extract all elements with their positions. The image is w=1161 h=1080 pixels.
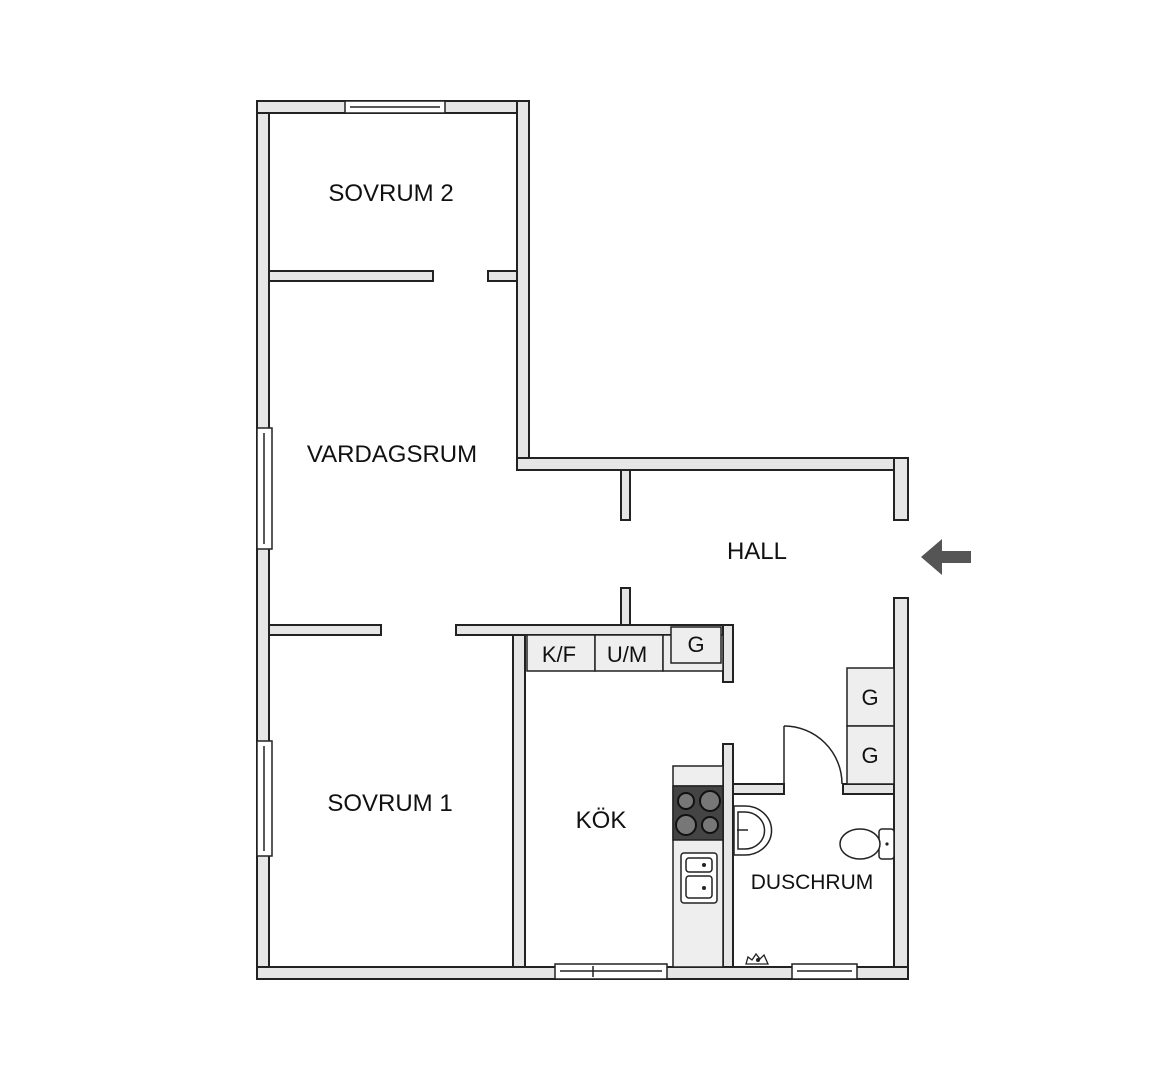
wall-sovrum2-right: [487, 270, 518, 282]
door-duschrum: [783, 725, 843, 785]
sink-icon: [680, 852, 718, 904]
wall-exterior-right-upper: [893, 457, 909, 521]
wall-sovrum1-top-left: [268, 624, 382, 636]
room-label-hall: HALL: [727, 538, 787, 565]
wall-sovrum1-kok: [512, 634, 526, 968]
wall-duschrum-top-left: [732, 783, 785, 795]
entrance-arrow-icon: [921, 539, 971, 575]
closet-label-um: U/M: [607, 642, 647, 667]
wall-kok-duschrum: [722, 743, 734, 968]
kitchen-counter: [672, 765, 724, 968]
windows: [256, 100, 858, 980]
closet-label-g-hall: G: [687, 632, 704, 657]
wall-duschrum-top-right: [842, 783, 895, 795]
closet-um: [594, 634, 664, 672]
window-kok: [554, 963, 668, 980]
wall-wardrobe-edge: [722, 624, 734, 683]
wall-exterior-upper-right: [516, 100, 530, 471]
closet-label-kf: K/F: [542, 642, 576, 667]
window-duschrum: [791, 963, 858, 980]
closet-g-hall: [670, 626, 722, 664]
room-label-sovrum1: SOVRUM 1: [327, 790, 452, 817]
closet-g-upper: [846, 667, 895, 727]
room-label-vardagsrum: VARDAGSRUM: [307, 441, 477, 468]
room-label-kok: KÖK: [576, 807, 627, 834]
closet-label-g-upper: G: [861, 685, 878, 710]
window-vardagsrum: [256, 427, 273, 550]
floor-drain-icon: [745, 952, 770, 965]
window-sovrum1: [256, 740, 273, 857]
closet-label-g-lower: G: [861, 743, 878, 768]
wall-exterior-right-lower: [893, 597, 909, 980]
washbasin-icon: [733, 805, 773, 856]
walls: [256, 100, 909, 980]
closet-g-lower: [846, 725, 895, 785]
closet-kf: [526, 634, 596, 672]
room-label-sovrum2: SOVRUM 2: [328, 180, 453, 207]
room-label-duschrum: DUSCHRUM: [751, 871, 874, 894]
wall-sovrum2-left: [268, 270, 434, 282]
bathroom-fixtures: [733, 805, 895, 965]
wall-exterior-hall-top: [516, 457, 909, 471]
closets: [526, 626, 895, 785]
window-sovrum2: [344, 100, 446, 114]
wall-hall-stub-top: [620, 469, 631, 521]
wall-hall-stub-bottom: [620, 587, 631, 626]
toilet-icon: [839, 828, 895, 860]
